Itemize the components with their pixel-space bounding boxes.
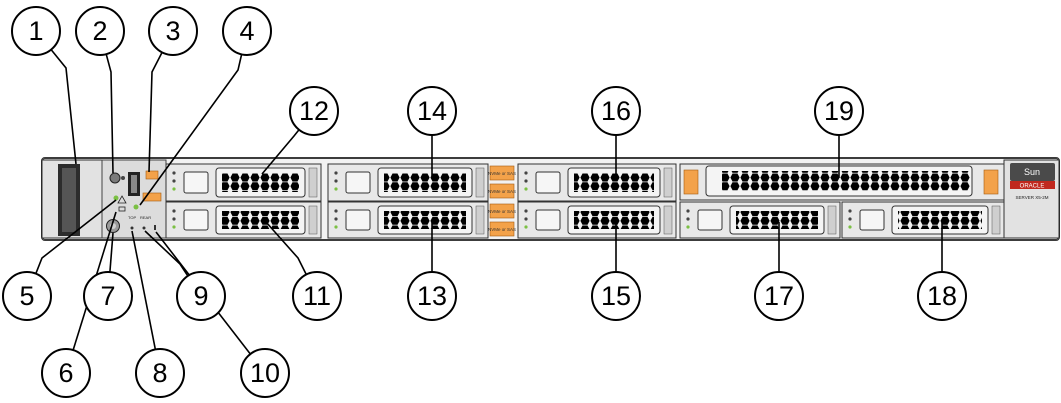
drive-bay-13 bbox=[327, 201, 489, 239]
callout-number: 3 bbox=[165, 16, 180, 46]
svg-text:REAR: REAR bbox=[140, 215, 151, 220]
callout-15: 15 bbox=[591, 271, 641, 321]
ok-led bbox=[113, 195, 119, 201]
callout-18: 18 bbox=[917, 271, 967, 321]
callout-3: 3 bbox=[148, 6, 198, 56]
callout-number: 17 bbox=[764, 281, 794, 311]
callout-leader-4 bbox=[139, 54, 243, 206]
drive-bay-19 bbox=[679, 163, 1005, 201]
drive-bay-18 bbox=[841, 201, 1005, 239]
oracle-logo-badge: Sun ORACLE SERVER X5-2M bbox=[1010, 163, 1055, 200]
callout-17: 17 bbox=[754, 271, 804, 321]
callout-1: 1 bbox=[11, 6, 61, 56]
callout-number: 7 bbox=[100, 281, 115, 311]
callout-number: 19 bbox=[824, 96, 854, 126]
callout-13: 13 bbox=[407, 271, 457, 321]
bay-label-text: NVMe or SAS bbox=[488, 189, 516, 194]
callout-leader-12 bbox=[261, 129, 300, 175]
warning-label bbox=[142, 192, 162, 202]
callout-8: 8 bbox=[135, 348, 185, 398]
callout-14: 14 bbox=[407, 86, 457, 136]
callout-6: 6 bbox=[41, 348, 91, 398]
callout-leader-2 bbox=[105, 53, 114, 174]
callout-leader-5 bbox=[35, 199, 117, 274]
callout-number: 2 bbox=[92, 16, 107, 46]
callout-number: 12 bbox=[299, 96, 329, 126]
bay-label-text: NVMe or SAS bbox=[488, 209, 516, 214]
drive-bay-14 bbox=[327, 163, 489, 202]
callout-leader-8 bbox=[131, 230, 157, 350]
callout-number: 5 bbox=[19, 281, 34, 311]
callout-number: 9 bbox=[193, 281, 208, 311]
callout-number: 16 bbox=[601, 96, 631, 126]
callout-4: 4 bbox=[222, 6, 272, 56]
callout-19: 19 bbox=[814, 86, 864, 136]
callout-number: 6 bbox=[58, 358, 73, 388]
drive-bay-11 bbox=[165, 201, 322, 239]
svg-text:ORACLE: ORACLE bbox=[1020, 184, 1045, 190]
callout-number: 15 bbox=[601, 281, 631, 311]
callout-number: 8 bbox=[152, 358, 167, 388]
drive-bay-16 bbox=[517, 163, 677, 202]
callout-11: 11 bbox=[292, 271, 342, 321]
callout-number: 10 bbox=[250, 358, 280, 388]
callout-leader-1 bbox=[50, 49, 77, 165]
svg-text:Sun: Sun bbox=[1024, 167, 1040, 177]
drive-bay-17 bbox=[679, 201, 841, 239]
drive-bay-15 bbox=[517, 201, 677, 239]
callout-2: 2 bbox=[75, 6, 125, 56]
service-led bbox=[117, 195, 127, 204]
callout-5: 5 bbox=[2, 271, 52, 321]
locator-button bbox=[109, 172, 121, 184]
callout-number: 13 bbox=[417, 281, 447, 311]
callout-12: 12 bbox=[289, 86, 339, 136]
callout-number: 14 bbox=[417, 96, 447, 126]
callout-7: 7 bbox=[83, 271, 133, 321]
bay-label-text: NVMe or SAS bbox=[488, 227, 516, 232]
callout-9: 9 bbox=[176, 271, 226, 321]
bay-label-text: NVMe or SAS bbox=[488, 171, 516, 176]
callout-number: 1 bbox=[28, 16, 43, 46]
svg-text:SERVER X5-2M: SERVER X5-2M bbox=[1016, 195, 1049, 200]
callout-number: 18 bbox=[927, 281, 957, 311]
callout-16: 16 bbox=[591, 86, 641, 136]
callout-leader-11 bbox=[265, 221, 307, 275]
callout-number: 4 bbox=[239, 16, 254, 46]
bay-label-strip: NVMe or SAS NVMe or SAS NVMe or SAS NVMe or… bbox=[488, 165, 516, 237]
callout-leader-3 bbox=[148, 51, 163, 173]
svg-text:TOP: TOP bbox=[128, 215, 136, 220]
callout-number: 11 bbox=[303, 281, 331, 311]
callout-10: 10 bbox=[240, 348, 290, 398]
drive-bay-12 bbox=[165, 163, 322, 202]
callout-leader-7 bbox=[109, 232, 114, 273]
